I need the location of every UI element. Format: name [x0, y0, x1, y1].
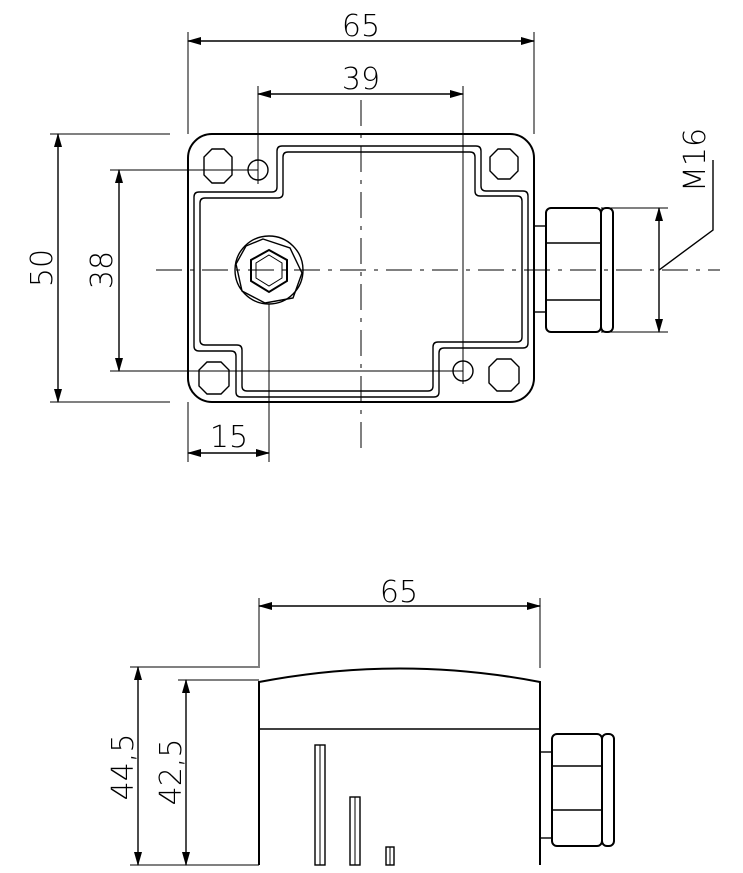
corner-screw-top-right	[489, 148, 519, 180]
thread-leader-line	[658, 160, 714, 271]
dim-hole-spacing-y-label: 38	[85, 251, 120, 289]
corner-screw-bottom-left	[198, 361, 230, 395]
side-view: 65 44,5 42,5	[106, 575, 615, 866]
lid-outline-inner	[199, 151, 523, 392]
housing-outline	[187, 133, 535, 403]
dim-offset-label: 15	[210, 420, 248, 455]
dim-height-body-label: 42,5	[154, 739, 189, 806]
cable-gland-side	[539, 733, 615, 847]
lid-outline-outer	[193, 145, 529, 398]
thread-label: M16	[678, 128, 713, 192]
top-view: 65 39 50 38 15 M16	[25, 9, 720, 462]
dim-height-top-label: 50	[25, 249, 60, 287]
dim-width-top-label: 65	[342, 9, 380, 44]
corner-screw-bottom-right	[488, 358, 520, 392]
dim-width-side-label: 65	[380, 575, 418, 610]
dim-hole-spacing-x-label: 39	[342, 62, 380, 97]
corner-screw-top-left	[203, 148, 233, 184]
dim-height-total-label: 44,5	[106, 734, 141, 801]
side-housing-outline	[258, 667, 541, 865]
